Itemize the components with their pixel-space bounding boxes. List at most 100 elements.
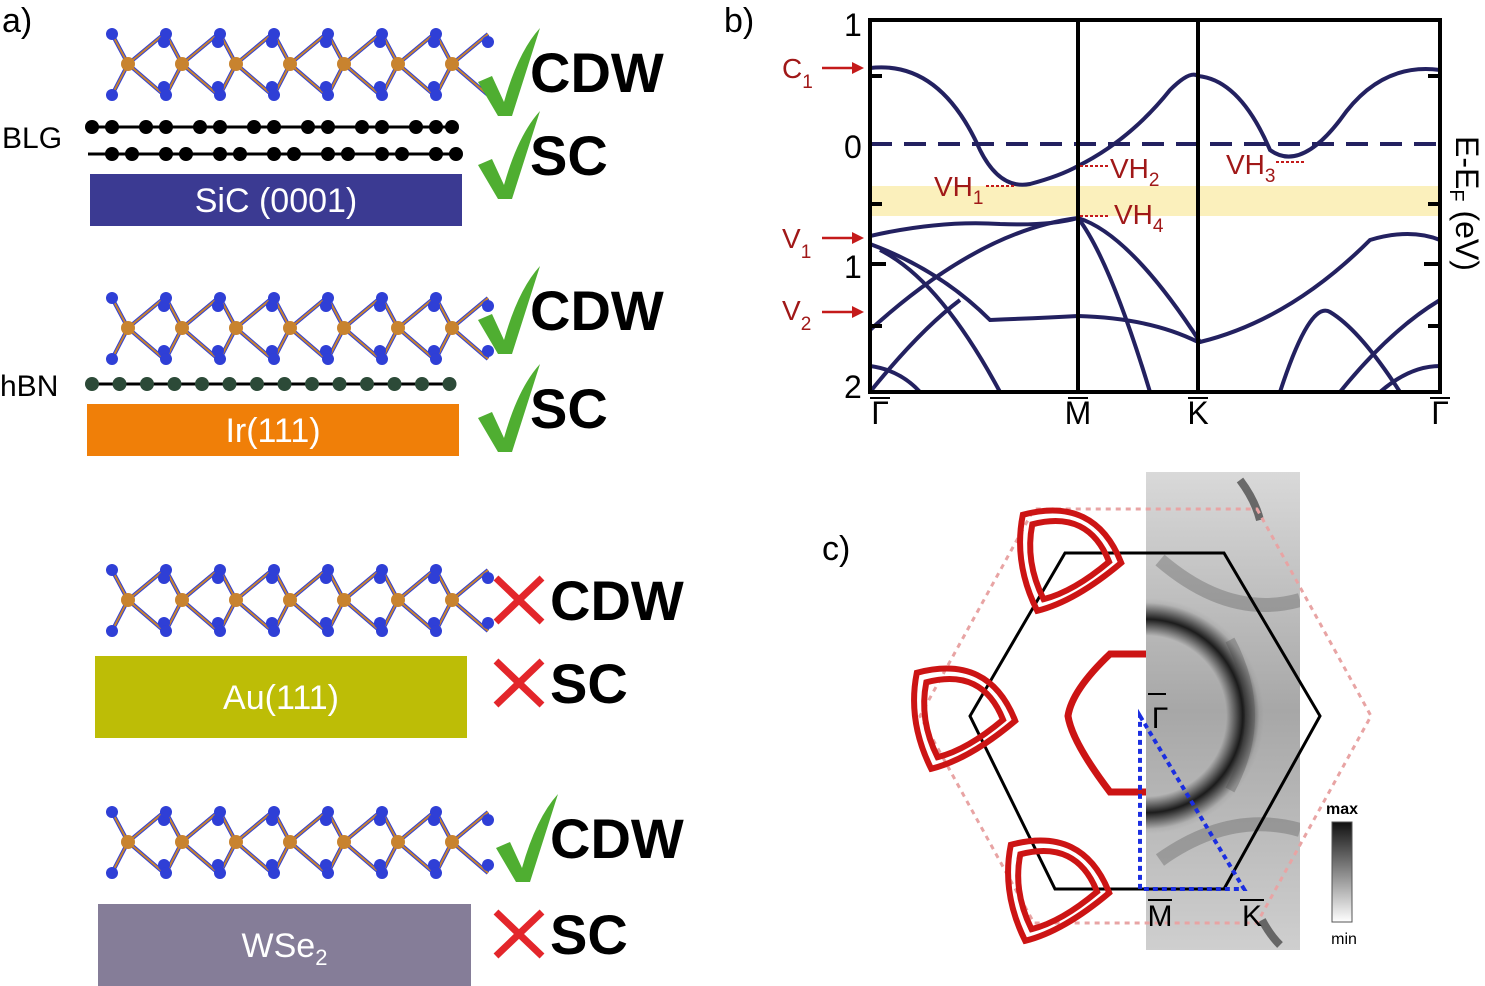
vh-name: VH — [934, 171, 973, 202]
tmd-bond — [181, 297, 219, 329]
tmd-bond — [289, 811, 327, 843]
k-pocket-bottom — [1005, 837, 1113, 945]
carbon-atom — [429, 120, 443, 134]
state-arrowhead — [852, 232, 864, 244]
carbon-atom — [321, 120, 335, 134]
carbon-atom — [445, 120, 459, 134]
tmd-bond — [181, 33, 219, 65]
chalcogen-atom — [322, 867, 334, 879]
metal-atom — [283, 593, 297, 607]
k-point-pockets — [911, 507, 1125, 945]
chalcogen-atom — [322, 625, 334, 637]
cross-icon — [493, 658, 545, 708]
carbon-atom — [105, 147, 119, 161]
tmd-bond — [397, 63, 435, 96]
chalcogen-atom — [214, 89, 226, 101]
metal-atom — [121, 321, 135, 335]
tmd-bond — [451, 569, 489, 601]
metal-atom — [446, 836, 458, 848]
hbn-atom — [222, 377, 237, 391]
chalcogen-atom — [268, 867, 280, 879]
tmd-bond — [343, 327, 381, 360]
hbn-atom — [277, 377, 292, 391]
sc-label: SC — [550, 903, 628, 966]
tmd-bond — [235, 599, 273, 632]
band-curve — [870, 364, 922, 392]
chalcogen-atom — [376, 28, 388, 40]
carbon-atom — [287, 147, 301, 161]
state-subscript: 2 — [801, 314, 812, 335]
carbon-atom — [375, 120, 389, 134]
vh-subscript: 3 — [1265, 166, 1276, 187]
k-point-label: K — [1187, 395, 1208, 431]
carbon-atom — [409, 120, 423, 134]
m-label: M — [1148, 900, 1173, 933]
check-icon — [478, 111, 540, 199]
tmd-bond — [451, 297, 489, 329]
chalcogen-atom — [268, 806, 280, 818]
chalcogen-atom — [430, 353, 442, 365]
substrate-label: SiC (0001) — [195, 182, 358, 220]
hbn-atom — [442, 377, 457, 391]
metal-atom — [337, 593, 351, 607]
state-label: V1 — [782, 223, 811, 263]
vh-label: VH1 — [934, 171, 983, 209]
hbn-atom — [195, 377, 209, 391]
carbon-atom — [301, 120, 315, 134]
hbn-atom — [250, 377, 264, 391]
tmd-bond — [289, 599, 327, 632]
metal-atom — [175, 835, 189, 849]
tmd-bond — [181, 63, 219, 96]
tmd-bond — [451, 63, 489, 96]
substrate-label: WSe2 — [242, 927, 328, 970]
metal-atom — [283, 321, 297, 335]
irreducible-wedge — [1138, 708, 1248, 891]
check-icon — [496, 794, 558, 882]
carbon-atom — [125, 147, 139, 161]
carbon-atom — [85, 120, 99, 134]
chalcogen-atom — [430, 89, 442, 101]
vh-name: VH — [1110, 153, 1149, 184]
metal-atom — [391, 321, 405, 335]
chalcogen-atom — [482, 814, 494, 826]
cross-icon — [493, 909, 545, 959]
tmd-bond — [235, 569, 273, 601]
carbon-atom — [247, 120, 261, 134]
k-label: K — [1242, 900, 1262, 933]
band-curve — [1338, 298, 1440, 392]
metal-atom — [175, 321, 189, 335]
carbon-atom — [395, 147, 409, 161]
chalcogen-atom — [430, 292, 442, 304]
band-curves — [870, 65, 1440, 392]
gamma-label: Γ — [1152, 702, 1169, 735]
chalcogen-atom — [214, 292, 226, 304]
chalcogen-atom — [214, 806, 226, 818]
tmd-bond — [289, 297, 327, 329]
tmd-bond — [127, 569, 165, 601]
panel-a-label: a) — [2, 2, 32, 40]
carbon-atom — [375, 147, 389, 161]
chalcogen-atom — [482, 300, 494, 312]
chalcogen-atom — [322, 353, 334, 365]
tmd-bond — [235, 297, 273, 329]
k-pocket-top — [1027, 518, 1113, 603]
sc-label: SC — [530, 377, 608, 440]
chalcogen-atom — [160, 867, 172, 879]
chalcogen-atom — [322, 89, 334, 101]
substrate-name: SiC (0001) — [195, 182, 358, 220]
carbon-atom — [321, 147, 335, 161]
tmd-bond — [289, 327, 327, 360]
chalcogen-atom — [106, 806, 118, 818]
k-pocket-bottom — [1015, 848, 1101, 933]
state-subscript: 1 — [802, 72, 813, 93]
metal-atom — [229, 57, 243, 71]
tmd-bond — [235, 841, 273, 874]
substrate-label: Au(111) — [223, 679, 339, 717]
colorbar: max min — [1326, 801, 1358, 948]
